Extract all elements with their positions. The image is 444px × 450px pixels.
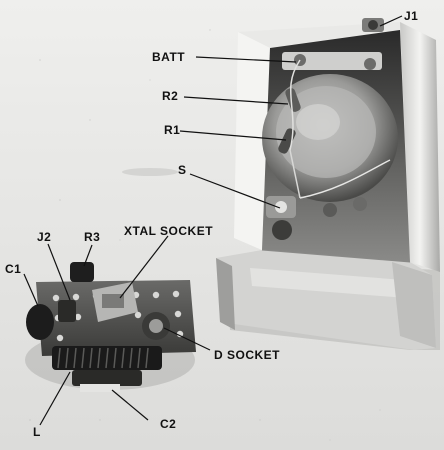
label-r2: R2: [162, 89, 179, 103]
label-batt: BATT: [152, 50, 186, 64]
label-xtal-socket: XTAL SOCKET: [124, 224, 214, 238]
label-j1: J1: [404, 9, 419, 23]
label-c2: C2: [160, 417, 177, 431]
label-j2: J2: [37, 230, 52, 244]
label-c1: C1: [5, 262, 22, 276]
label-s: S: [178, 163, 187, 177]
label-r3: R3: [84, 230, 101, 244]
label-d-socket: D SOCKET: [214, 348, 281, 362]
label-r1: R1: [164, 123, 181, 137]
label-l: L: [33, 425, 41, 439]
